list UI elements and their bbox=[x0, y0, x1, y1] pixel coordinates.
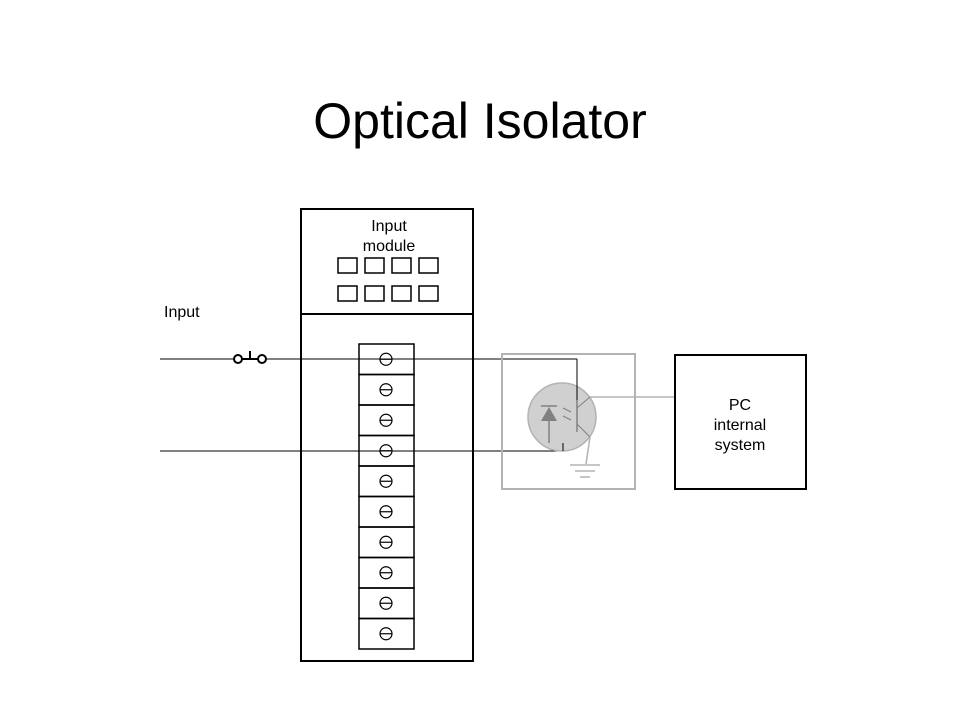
module-label-line-1: Input bbox=[371, 218, 407, 235]
status-indicators bbox=[337, 257, 439, 302]
pc-label-line-2: internal bbox=[714, 417, 766, 434]
pc-internal-system-box bbox=[674, 354, 807, 490]
pc-label-line-1: PC bbox=[729, 397, 751, 414]
indicator-light bbox=[418, 257, 439, 274]
module-label-line-2: module bbox=[363, 238, 416, 255]
slide-title: Optical Isolator bbox=[313, 93, 647, 149]
input-module-body bbox=[300, 313, 474, 662]
indicator-light bbox=[337, 285, 358, 302]
pc-label-line-3: system bbox=[715, 437, 766, 454]
optical-isolator bbox=[501, 353, 675, 490]
ground-icon bbox=[570, 464, 600, 478]
terminal-strip bbox=[358, 343, 415, 650]
input-switch bbox=[233, 351, 267, 364]
input-label: Input bbox=[164, 304, 200, 321]
indicator-light bbox=[418, 285, 439, 302]
indicator-light bbox=[364, 285, 385, 302]
terminal-slot bbox=[358, 617, 415, 650]
indicator-light bbox=[364, 257, 385, 274]
led-icon bbox=[541, 407, 557, 421]
indicator-light bbox=[337, 257, 358, 274]
indicator-light bbox=[391, 285, 412, 302]
optocoupler-body bbox=[527, 382, 597, 452]
isolator-enclosure bbox=[501, 353, 636, 490]
indicator-light bbox=[391, 257, 412, 274]
